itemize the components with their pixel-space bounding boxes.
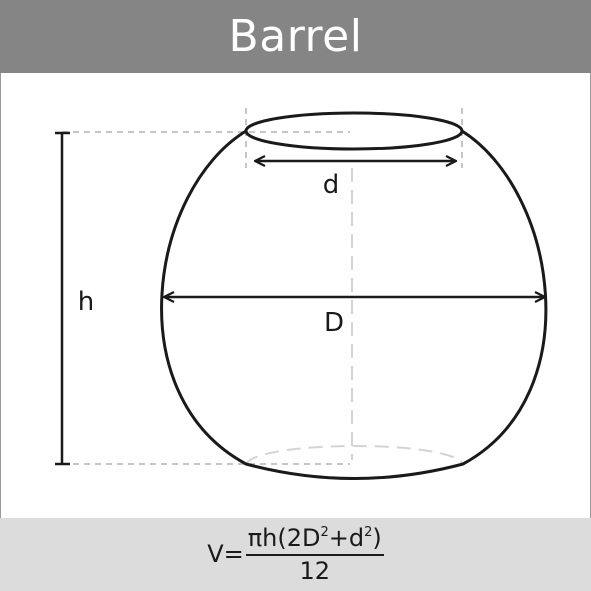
volume-formula: V= πh(2D2+d2) 12 <box>0 518 591 591</box>
top-opening-ellipse <box>244 111 464 151</box>
numerator-part-2: +d <box>328 524 365 553</box>
max-diameter-label: D <box>324 308 344 338</box>
numerator-exponent-2: 2 <box>364 525 373 541</box>
height-dimension <box>55 131 70 466</box>
top-diameter-label: d <box>323 170 340 200</box>
formula-lhs: V= <box>207 539 244 568</box>
bottom-hidden-edge <box>245 445 464 465</box>
formula-bar: V= πh(2D2+d2) 12 <box>0 518 591 591</box>
fraction-bar <box>245 554 384 556</box>
guide-lines <box>62 108 463 465</box>
numerator-exponent-1: 2 <box>320 525 329 541</box>
height-label: h <box>78 287 94 317</box>
formula-numerator: πh(2D2+d2) <box>246 524 384 554</box>
numerator-part-1: πh(2D <box>247 524 321 553</box>
numerator-part-3: ) <box>372 524 382 553</box>
barrel-body-outline <box>160 129 548 480</box>
formula-fraction: πh(2D2+d2) 12 <box>245 524 384 585</box>
formula-denominator: 12 <box>299 556 331 585</box>
title-bar: Barrel <box>0 0 591 73</box>
page-title: Barrel <box>228 11 363 62</box>
